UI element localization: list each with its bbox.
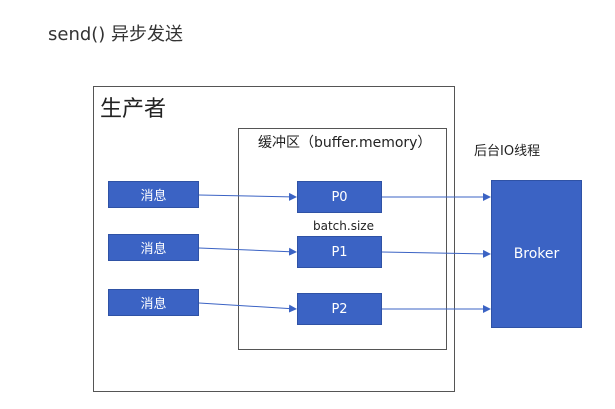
io-thread-label: 后台IO线程: [474, 144, 541, 159]
page-title: send() 异步发送: [48, 24, 184, 45]
partition-p1: P1: [297, 236, 382, 268]
message-box-3: 消息: [108, 289, 199, 316]
buffer-label: 缓冲区（buffer.memory）: [258, 135, 432, 151]
producer-label: 生产者: [100, 97, 167, 122]
message-box-2: 消息: [108, 234, 199, 261]
arrow-msg2-p1: [198, 247, 297, 256]
buffer-container: [238, 128, 447, 350]
arrow-msg3-p2: [198, 302, 297, 313]
batch-size-label: batch.size: [313, 219, 374, 233]
broker-box: Broker: [491, 180, 582, 328]
message-box-1: 消息: [108, 181, 199, 208]
partition-p0: P0: [297, 181, 382, 213]
arrow-msg1-p0: [198, 192, 297, 201]
producer-container: [93, 86, 455, 392]
arrow-p1-broker: [381, 249, 491, 258]
partition-p2: P2: [297, 293, 382, 325]
